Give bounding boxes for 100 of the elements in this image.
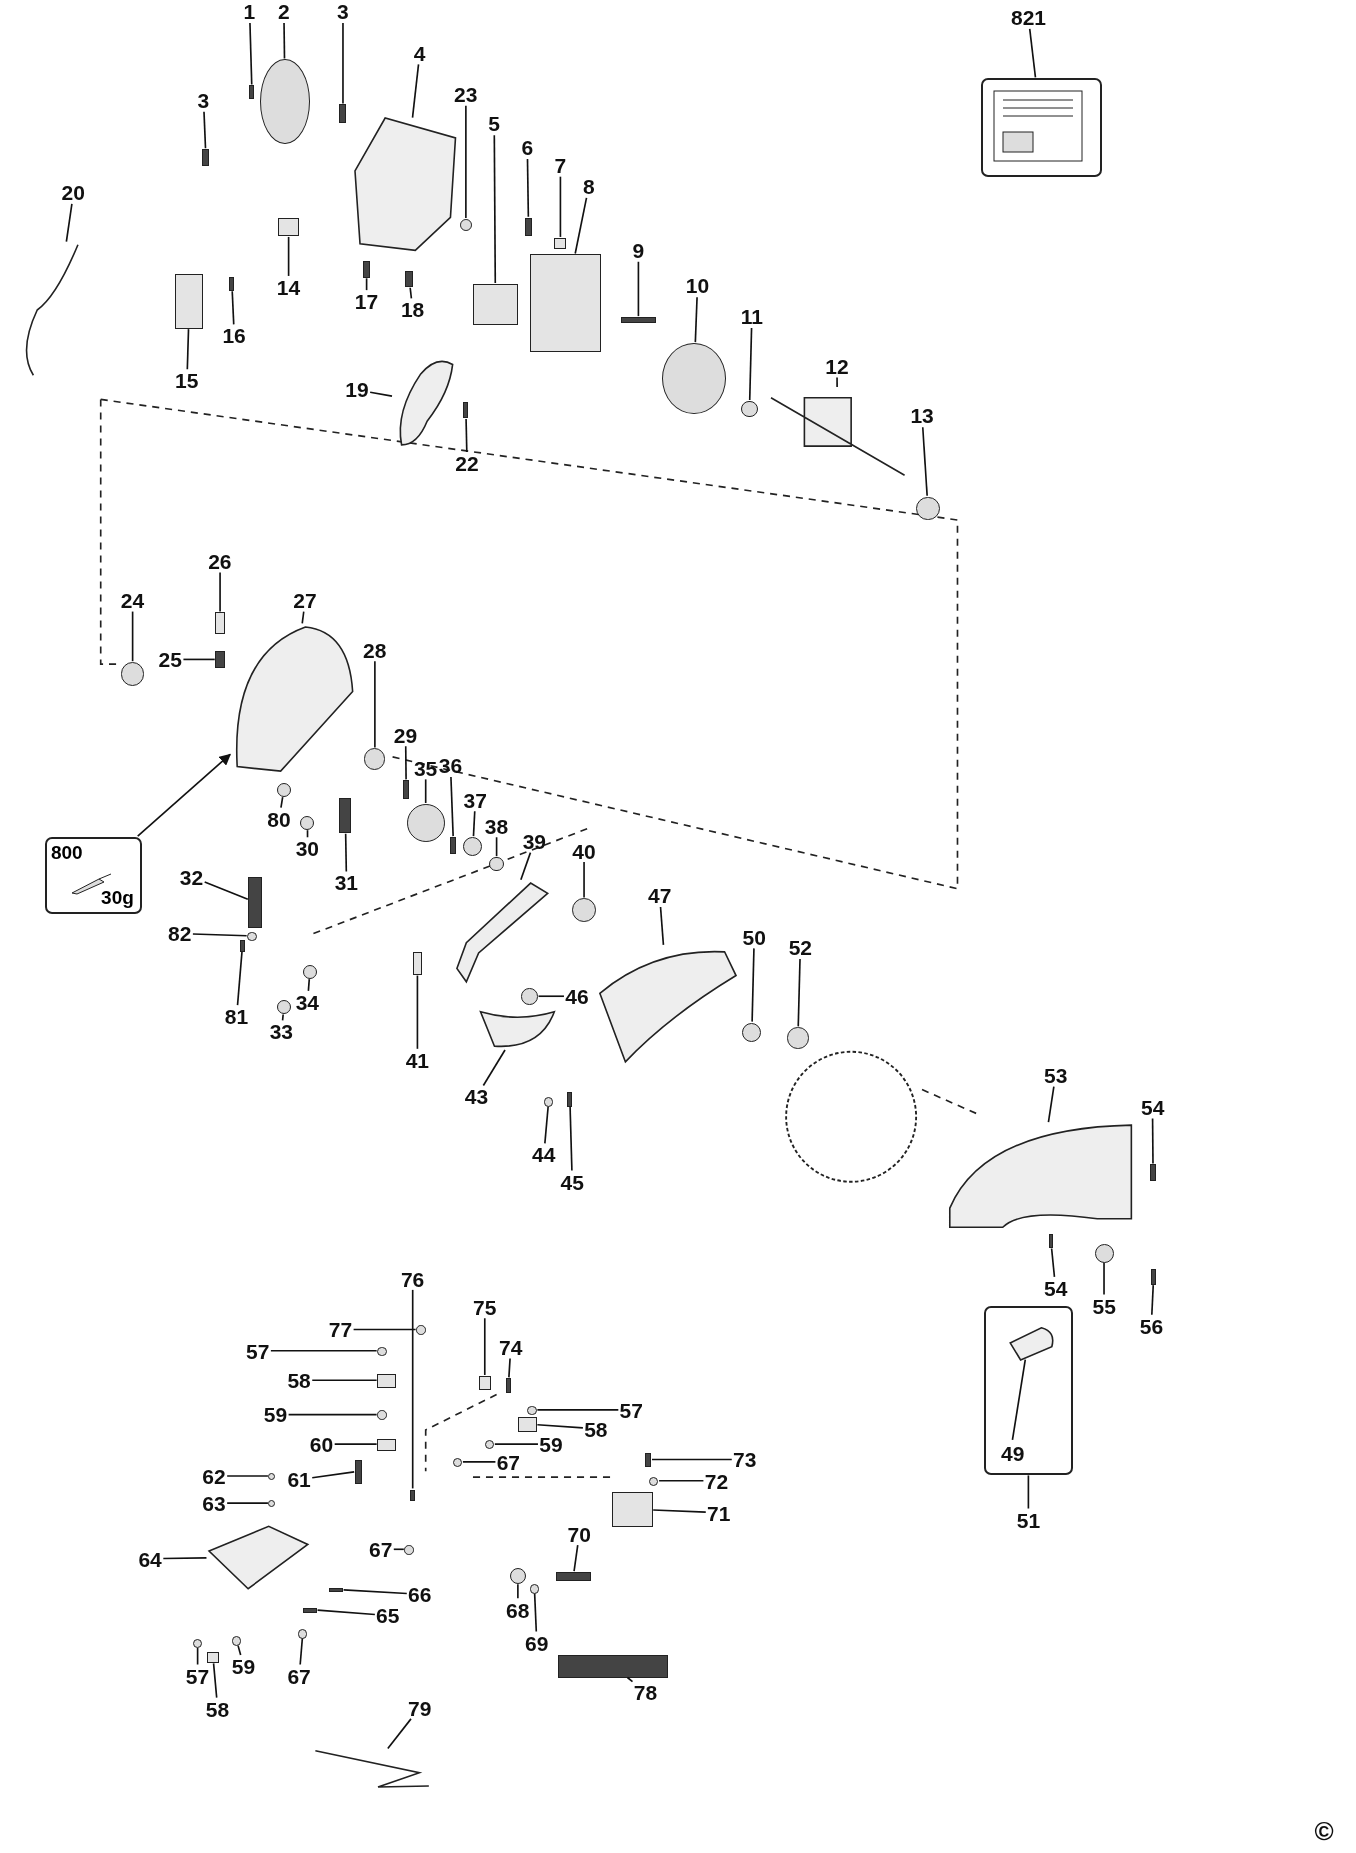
leader-line xyxy=(465,418,468,453)
round-part-drawing xyxy=(649,1476,659,1487)
callout-number: 23 xyxy=(453,83,479,105)
callout-number: 82 xyxy=(167,923,193,945)
callout-number: 39 xyxy=(521,831,547,853)
leader-line xyxy=(536,1409,620,1411)
callout-number: 3 xyxy=(196,89,211,111)
leader-line xyxy=(219,571,221,613)
callout-number: 22 xyxy=(454,452,480,474)
leader-line xyxy=(573,1544,579,1572)
callout-number: 53 xyxy=(1043,1065,1069,1087)
part-drawing xyxy=(455,880,550,984)
callout-number: 63 xyxy=(201,1493,227,1515)
pin-drawing xyxy=(403,780,410,800)
callout-number: 800 xyxy=(50,842,83,864)
leader-line xyxy=(1011,1358,1027,1441)
leader-line xyxy=(569,1105,573,1172)
round-part-drawing xyxy=(489,857,504,872)
callout-number: 79 xyxy=(407,1697,433,1719)
round-part-drawing xyxy=(268,1473,276,1481)
callout-number: 44 xyxy=(531,1144,557,1166)
leader-line xyxy=(536,1423,584,1429)
callout-number: 55 xyxy=(1091,1295,1117,1317)
pin-drawing xyxy=(339,798,352,834)
callout-number: 29 xyxy=(393,724,418,746)
callout-number: 30g xyxy=(101,886,134,909)
leader-line xyxy=(307,978,311,992)
callout-number: 70 xyxy=(566,1523,592,1545)
callout-number: 31 xyxy=(333,872,359,894)
callout-number: 73 xyxy=(732,1449,758,1471)
leader-line xyxy=(280,796,284,809)
round-part-drawing xyxy=(572,898,596,923)
round-part-drawing xyxy=(459,218,472,231)
part-drawing xyxy=(206,1525,310,1591)
round-part-drawing xyxy=(527,1405,537,1416)
callout-number: 14 xyxy=(276,276,301,298)
callout-number: 59 xyxy=(231,1656,256,1678)
leader-line xyxy=(411,1289,414,1490)
leader-line xyxy=(306,829,309,839)
pin-drawing xyxy=(410,1489,415,1502)
leader-line xyxy=(494,1443,539,1445)
leader-line xyxy=(182,658,216,661)
leader-line xyxy=(311,1379,378,1382)
leader-line xyxy=(226,1475,269,1477)
block-part-drawing xyxy=(377,1373,397,1388)
callout-number: 18 xyxy=(400,299,425,321)
callout-number: 37 xyxy=(462,789,488,811)
leader-line xyxy=(365,277,368,291)
round-part-drawing xyxy=(742,1022,762,1042)
callout-number: 821 xyxy=(1010,7,1047,29)
leader-line xyxy=(342,1589,408,1595)
callout-number: 19 xyxy=(344,379,370,401)
round-part-drawing xyxy=(741,400,758,418)
callout-number: 46 xyxy=(564,985,590,1007)
callout-number: 35 xyxy=(413,757,438,779)
pin-drawing xyxy=(558,1655,668,1678)
round-part-drawing xyxy=(484,1439,495,1450)
round-part-drawing xyxy=(509,1567,527,1585)
leader-line xyxy=(352,1328,417,1331)
leader-line xyxy=(249,22,253,86)
grease-kit-box xyxy=(44,837,142,914)
callout-number: 51 xyxy=(1016,1509,1041,1531)
leader-line xyxy=(482,1049,506,1087)
callout-number: 57 xyxy=(245,1340,271,1362)
callout-number: 76 xyxy=(400,1268,425,1290)
round-part-drawing xyxy=(406,803,445,842)
leader-line xyxy=(301,610,305,625)
round-part-drawing xyxy=(231,1636,242,1646)
pin-drawing xyxy=(405,270,413,288)
round-part-drawing xyxy=(276,782,291,797)
round-part-drawing xyxy=(302,964,317,979)
leader-line xyxy=(283,22,286,60)
callout-number: 61 xyxy=(286,1469,312,1491)
callout-number: 8 xyxy=(581,176,596,198)
leader-line xyxy=(836,376,838,388)
leader-line xyxy=(186,328,190,371)
callout-number: 60 xyxy=(309,1434,334,1455)
part-drawing xyxy=(478,1010,556,1050)
callout-number: 67 xyxy=(286,1665,312,1687)
callout-number: 59 xyxy=(538,1434,564,1455)
block-part-drawing xyxy=(412,951,423,976)
round-part-drawing xyxy=(364,748,386,770)
callout-number: 50 xyxy=(741,926,767,948)
leader-line xyxy=(1151,1117,1154,1165)
pin-drawing xyxy=(463,401,469,419)
leader-line xyxy=(374,660,376,749)
callout-number: 40 xyxy=(571,840,597,862)
callout-number: 2 xyxy=(276,1,291,23)
leader-line xyxy=(483,1317,486,1376)
leader-line xyxy=(472,810,476,837)
leader-line xyxy=(751,947,755,1023)
round-part-drawing xyxy=(404,1545,414,1555)
leader-line xyxy=(658,1479,705,1482)
leader-line xyxy=(416,974,419,1050)
callout-number: 72 xyxy=(704,1470,729,1492)
round-part-drawing xyxy=(543,1097,554,1107)
leader-line xyxy=(203,110,207,150)
callout-number: 28 xyxy=(362,639,388,661)
callout-number: 1 xyxy=(242,1,257,23)
callout-number: 57 xyxy=(618,1399,644,1421)
